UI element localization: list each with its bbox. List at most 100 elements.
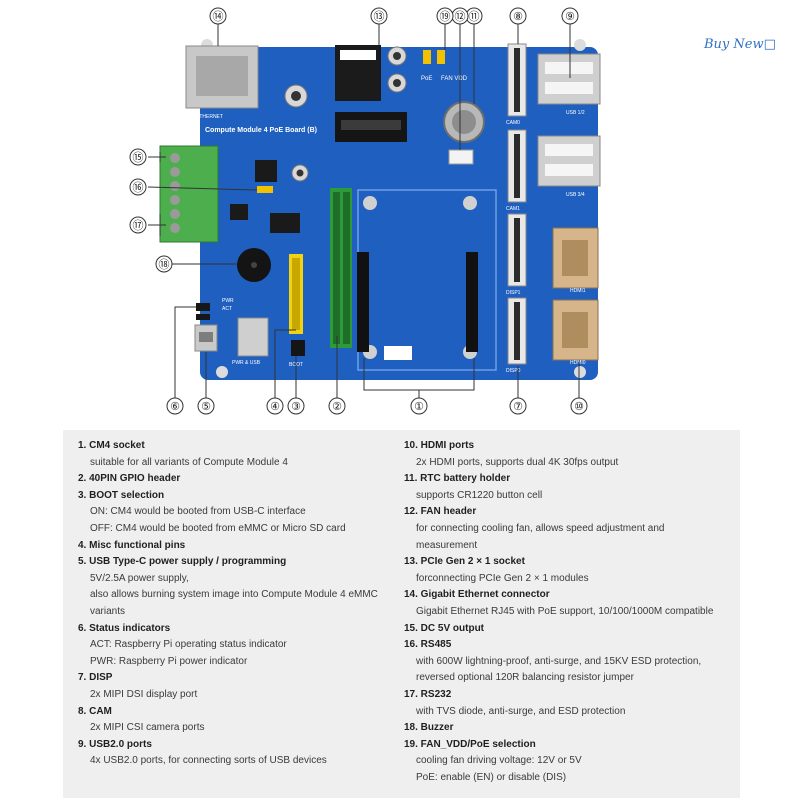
callout-14: ⑭ bbox=[209, 7, 227, 25]
spec-item-description: 5V/2.5A power supply, bbox=[90, 572, 189, 584]
spec-item-title: 13. PCIe Gen 2 × 1 socket bbox=[404, 556, 525, 568]
spec-item-description: variants bbox=[90, 605, 126, 617]
spec-item-description: ACT: Raspberry Pi operating status indic… bbox=[90, 639, 287, 651]
terminal-block bbox=[159, 145, 219, 243]
callout-13: ⑬ bbox=[370, 7, 388, 25]
usb-port-34 bbox=[537, 135, 601, 187]
gpio-header bbox=[330, 188, 352, 348]
spec-item-description: also allows burning system image into Co… bbox=[90, 589, 378, 601]
spec-item-description: 2x HDMI ports, supports dual 4K 30fps ou… bbox=[416, 456, 619, 468]
hdmi1-label: HDMI1 bbox=[570, 288, 586, 294]
spec-item-title: 18. Buzzer bbox=[404, 722, 454, 734]
act-led bbox=[196, 303, 210, 311]
misc-pins bbox=[289, 254, 303, 334]
spec-item-title: 6. Status indicators bbox=[78, 622, 171, 634]
svg-text:④: ④ bbox=[270, 401, 280, 413]
spec-item: 8. CAM 2x MIPI CSI camera ports bbox=[78, 704, 396, 737]
spec-item-description: PoE: enable (EN) or disable (DIS) bbox=[416, 771, 567, 783]
callout-10: ⑩ bbox=[570, 397, 588, 415]
usb34-label: USB 3/4 bbox=[566, 192, 585, 198]
cam1-label: CAM1 bbox=[506, 206, 520, 212]
spec-item: 5. USB Type-C power supply / programming… bbox=[78, 554, 396, 620]
callout-4: ④ bbox=[266, 397, 284, 415]
spec-item: 4. Misc functional pins bbox=[78, 538, 396, 555]
callout-6: ⑥ bbox=[166, 397, 184, 415]
callout-circles: ① ② ③ ④ ⑤ ⑥ ⑦ ⑧ ⑨ ⑩ ⑪ ⑫ ⑬ ⑭ ⑮ ⑯ ⑰ ⑱ ⑲ bbox=[129, 7, 588, 415]
callout-19: ⑲ bbox=[436, 7, 454, 25]
callout-3: ③ bbox=[287, 397, 305, 415]
spec-item-title: 12. FAN header bbox=[404, 506, 477, 518]
svg-text:⑦: ⑦ bbox=[513, 401, 523, 413]
fan-vdd-jumper bbox=[437, 50, 445, 64]
svg-text:②: ② bbox=[332, 401, 342, 413]
spec-item-description: 2x MIPI CSI camera ports bbox=[90, 722, 205, 734]
spec-item-description: 2x MIPI DSI display port bbox=[90, 688, 198, 700]
leader-lines bbox=[147, 24, 580, 398]
svg-text:①: ① bbox=[414, 401, 424, 413]
cam0-label: CAM0 bbox=[506, 120, 520, 126]
disp1-label: DISP1 bbox=[506, 290, 521, 296]
svg-text:⑰: ⑰ bbox=[133, 219, 144, 232]
spec-item-title: 1. CM4 socket bbox=[78, 440, 145, 451]
svg-text:⑫: ⑫ bbox=[455, 10, 466, 23]
svg-text:⑲: ⑲ bbox=[440, 10, 451, 23]
fan-vdd-label: FAN VDD bbox=[441, 76, 468, 82]
fan-header bbox=[448, 149, 474, 165]
spec-item-title: 10. HDMI ports bbox=[404, 440, 475, 451]
buy-new-link[interactable]: Buy New□ bbox=[704, 37, 776, 52]
ethernet-label: ETHERNET bbox=[196, 114, 223, 120]
spec-item: 10. HDMI ports 2x HDMI ports, supports du… bbox=[404, 438, 740, 471]
svg-text:⑮: ⑮ bbox=[133, 151, 144, 164]
spec-item-title: 8. CAM bbox=[78, 705, 112, 717]
boot-switch bbox=[291, 340, 305, 356]
pwr-usb-connector bbox=[237, 317, 269, 357]
spec-item: 1. CM4 socket suitable for all variants o… bbox=[78, 438, 396, 471]
svg-text:⑧: ⑧ bbox=[513, 11, 523, 23]
callout-16: ⑯ bbox=[129, 178, 147, 196]
spec-item-title: 17. RS232 bbox=[404, 688, 452, 700]
callout-7: ⑦ bbox=[509, 397, 527, 415]
poe-jumper bbox=[423, 50, 431, 64]
ic-chips bbox=[230, 160, 300, 233]
act-label: ACT bbox=[222, 306, 232, 312]
spec-item-description: cooling fan driving voltage: 12V or 5V bbox=[416, 755, 582, 767]
svg-text:⑩: ⑩ bbox=[574, 401, 584, 413]
spec-item-description: forconnecting PCIe Gen 2 × 1 modules bbox=[416, 572, 589, 584]
spec-item-title: 4. Misc functional pins bbox=[78, 539, 186, 551]
callout-8: ⑧ bbox=[509, 7, 527, 25]
spec-item-description: measurement bbox=[416, 539, 478, 551]
cm4-socket-left bbox=[357, 252, 369, 352]
svg-text:⑯: ⑯ bbox=[133, 181, 144, 194]
svg-text:⑥: ⑥ bbox=[170, 401, 180, 413]
callout-17: ⑰ bbox=[129, 216, 147, 234]
capacitors bbox=[284, 46, 407, 182]
svg-text:⑪: ⑪ bbox=[469, 10, 480, 23]
board-diagram: ETHERNET Compute Module 4 PoE Board (B) … bbox=[129, 7, 601, 415]
svg-text:⑨: ⑨ bbox=[565, 11, 575, 23]
spec-item-description: suitable for all variants of Compute Mod… bbox=[90, 456, 288, 468]
spec-item-description: Gigabit Ethernet RJ45 with PoE support, … bbox=[416, 605, 714, 617]
spec-item-description: for connecting cooling fan, allows speed… bbox=[416, 522, 665, 534]
callout-9: ⑨ bbox=[561, 7, 579, 25]
spec-item-title: 19. FAN_VDD/PoE selection bbox=[404, 738, 536, 750]
usb-port-12 bbox=[537, 53, 601, 105]
spec-item-title: 15. DC 5V output bbox=[404, 622, 485, 634]
spec-item-description: 4x USB2.0 ports, for connecting sorts of… bbox=[90, 755, 327, 767]
svg-text:③: ③ bbox=[291, 401, 301, 413]
board-title: Compute Module 4 PoE Board (B) bbox=[205, 127, 317, 134]
spec-item-description: with 600W lightning-proof, anti-surge, a… bbox=[416, 655, 702, 667]
svg-text:⑭: ⑭ bbox=[213, 10, 224, 23]
disp0-label: DISP0 bbox=[506, 368, 521, 374]
spec-item-title: 3. BOOT selection bbox=[78, 489, 165, 501]
callout-12: ⑫ bbox=[451, 7, 469, 25]
spec-column-left: 1. CM4 socket suitable for all variants o… bbox=[78, 438, 396, 770]
svg-text:⑤: ⑤ bbox=[201, 401, 211, 413]
spec-item: 13. PCIe Gen 2 × 1 socket forconnecting P… bbox=[404, 554, 740, 587]
